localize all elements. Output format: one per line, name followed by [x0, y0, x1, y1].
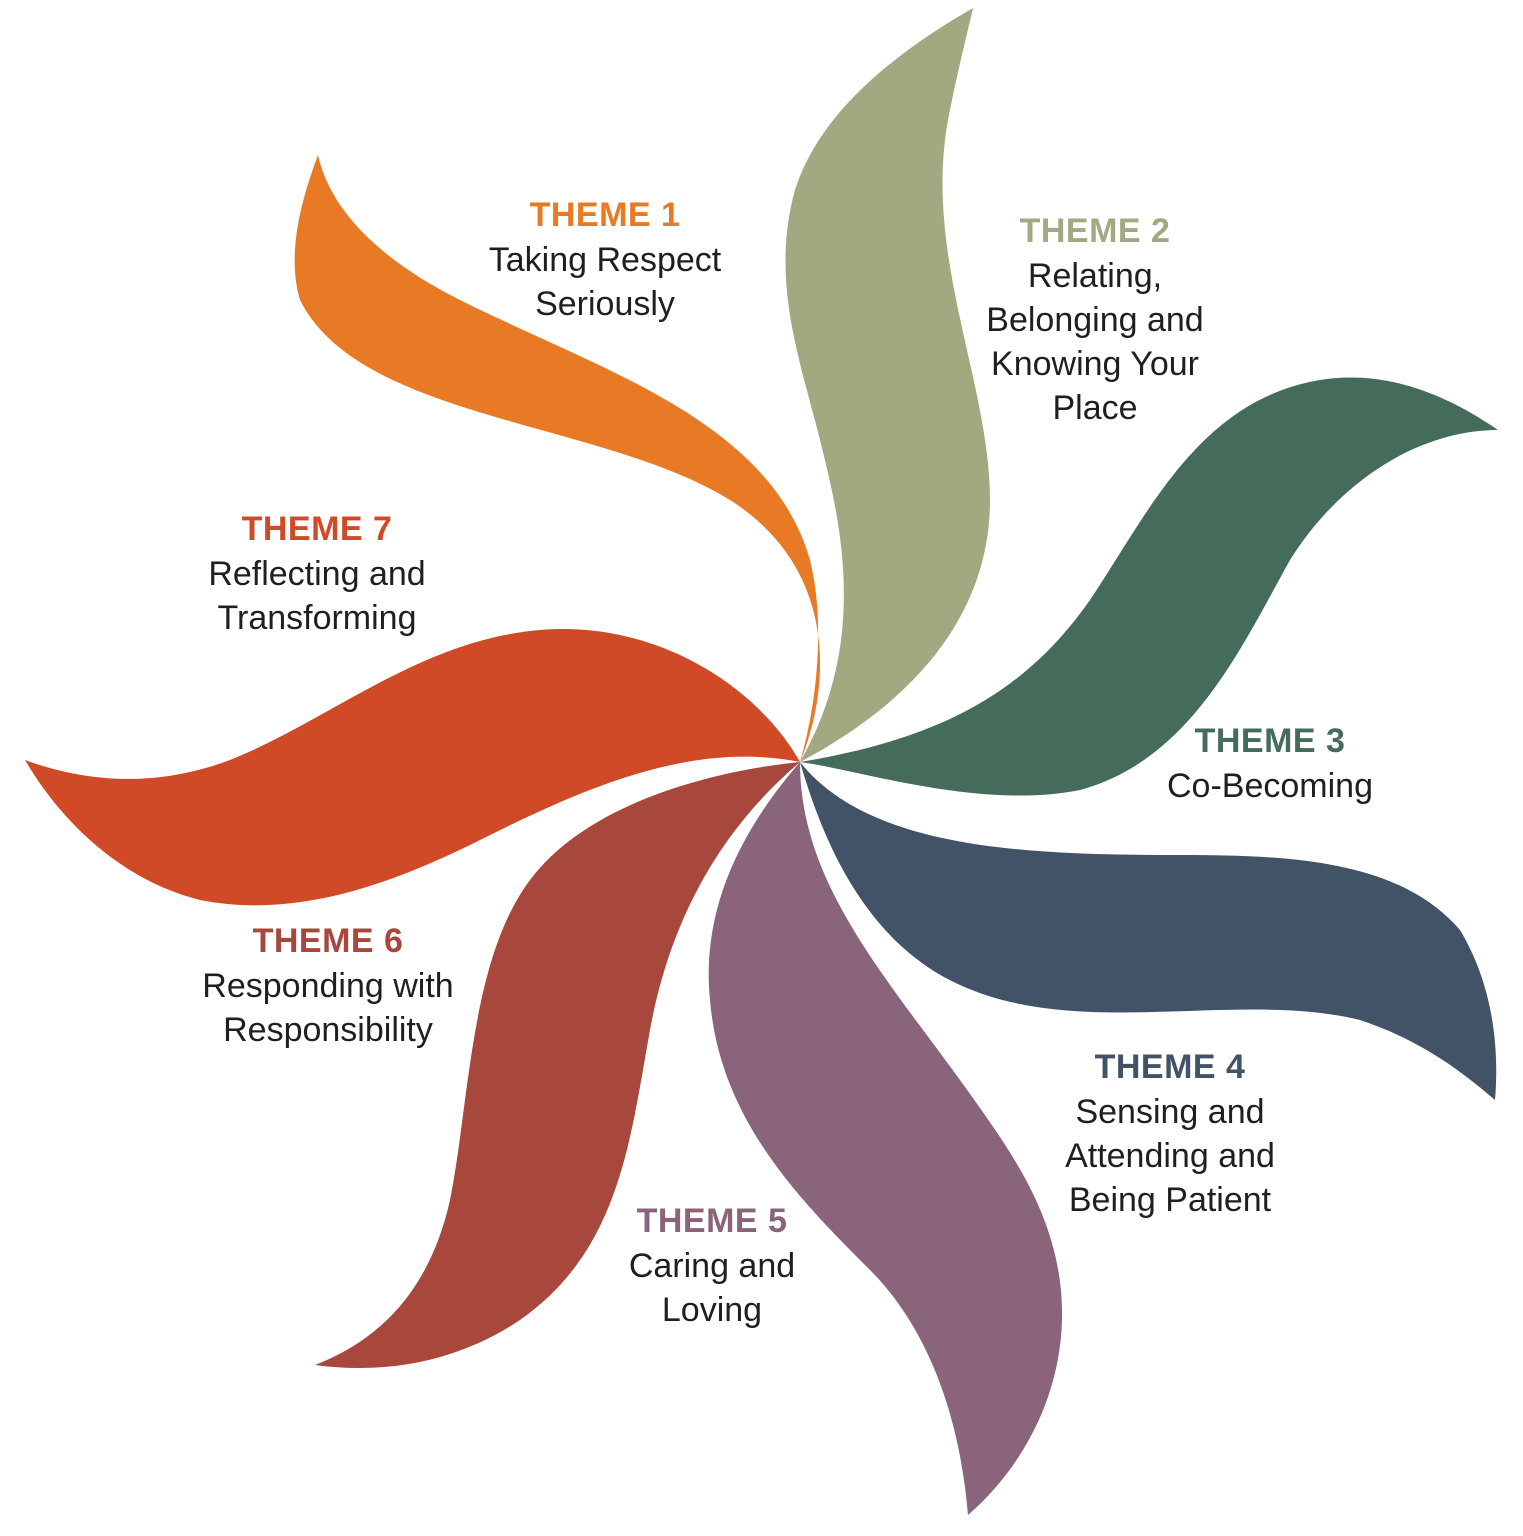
theme-6-title: THEME 6 [252, 922, 404, 960]
theme-4-description: Sensing and Attending and Being Patient [1065, 1093, 1275, 1219]
theme-7-description: Reflecting and Transforming [208, 555, 426, 637]
petal-theme-2 [785, 8, 990, 762]
theme-2-label-group: THEME 2 Relating, Belonging and Knowing … [945, 208, 1245, 430]
theme-7-label-group: THEME 7 Reflecting and Transforming [172, 506, 462, 640]
theme-5-description: Caring and Loving [628, 1247, 796, 1329]
theme-3-description: Co-Becoming [1167, 767, 1373, 805]
petal-theme-1 [294, 155, 821, 762]
petal-theme-7 [25, 629, 800, 906]
theme-6-label-group: THEME 6 Responding with Responsibility [168, 918, 488, 1052]
theme-5-title: THEME 5 [636, 1202, 788, 1240]
theme-1-title: THEME 1 [529, 196, 681, 234]
petal-theme-3 [800, 377, 1498, 796]
theme-3-label-group: THEME 3 Co-Becoming [1125, 718, 1415, 808]
petal-theme-5 [708, 762, 1063, 1515]
theme-4-label-group: THEME 4 Sensing and Attending and Being … [1020, 1044, 1320, 1222]
theme-1-description: Taking Respect Seriously [488, 241, 722, 323]
theme-2-title: THEME 2 [1019, 212, 1171, 250]
petal-theme-4 [800, 762, 1497, 1100]
theme-2-description: Relating, Belonging and Knowing Your Pla… [986, 257, 1204, 427]
theme-1-label-group: THEME 1 Taking Respect Seriously [445, 192, 765, 326]
petal-theme-6 [315, 762, 800, 1368]
theme-7-title: THEME 7 [241, 510, 393, 548]
theme-3-title: THEME 3 [1194, 722, 1346, 760]
theme-4-title: THEME 4 [1094, 1048, 1246, 1086]
theme-5-label-group: THEME 5 Caring and Loving [572, 1198, 852, 1332]
theme-6-description: Responding with Responsibility [202, 967, 454, 1049]
